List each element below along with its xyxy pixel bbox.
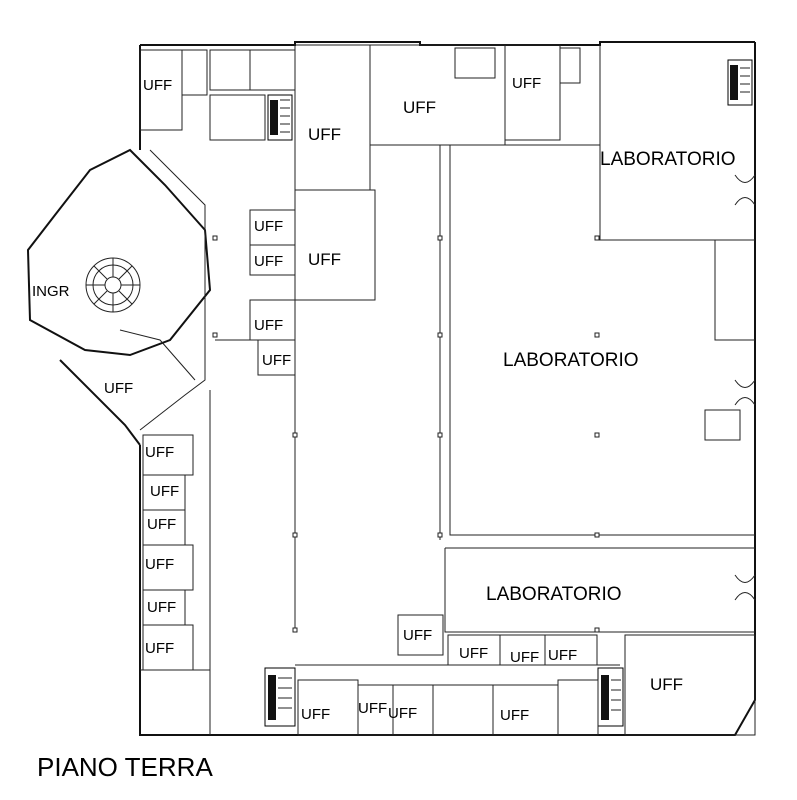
label-uff-west-6: UFF [145,640,174,657]
label-uff-top-right: UFF [512,75,541,92]
outer-walls [26,41,756,736]
west-wing-offices [140,390,211,735]
label-uff-bottom-4: UFF [548,647,577,664]
stairs-top-right [727,59,753,106]
label-uff-top-center: UFF [403,98,436,117]
center-left-offices [215,189,376,630]
top-left-rooms [139,44,755,241]
label-uff-entrance: UFF [104,380,133,397]
large-lab [439,145,755,540]
label-lab-top-right: LABORATORIO [600,149,736,170]
label-uff-bottom-8: UFF [500,707,529,724]
door-swings [734,174,756,601]
label-uff-col-3: UFF [254,317,283,334]
label-uff-bottom-right: UFF [650,675,683,694]
label-uff-col-2: UFF [254,253,283,270]
label-lab-lower: LABORATORIO [486,584,622,605]
stairs-bottom-left [264,667,296,727]
lower-lab [444,547,755,633]
pillars [212,235,600,633]
label-uff-west-2: UFF [150,483,179,500]
label-uff-bottom-6: UFF [358,700,387,717]
label-uff-top-left: UFF [143,77,172,94]
label-uff-top-left-center: UFF [308,125,341,144]
stairs-top-left [267,94,293,141]
label-ingr: INGR [32,283,70,300]
label-uff-west-5: UFF [147,599,176,616]
label-uff-bottom-3: UFF [510,649,539,666]
stairs-bottom-right [597,667,624,727]
label-uff-col-1: UFF [254,218,283,235]
bottom-offices [295,614,756,736]
label-uff-west-4: UFF [145,556,174,573]
plan-title: PIANO TERRA [37,752,213,782]
label-uff-bottom-7: UFF [388,705,417,722]
label-uff-bottom-2: UFF [459,645,488,662]
label-uff-bottom-1: UFF [403,627,432,644]
label-uff-center: UFF [308,250,341,269]
label-uff-col-4: UFF [262,352,291,369]
label-uff-west-3: UFF [147,516,176,533]
label-uff-bottom-5: UFF [301,706,330,723]
label-uff-west-1: UFF [145,444,174,461]
room-labels: UFF UFF UFF UFF LABORATORIO UFF UFF UFF … [32,75,736,724]
label-lab-large: LABORATORIO [503,350,639,371]
spiral-staircase [85,257,141,313]
